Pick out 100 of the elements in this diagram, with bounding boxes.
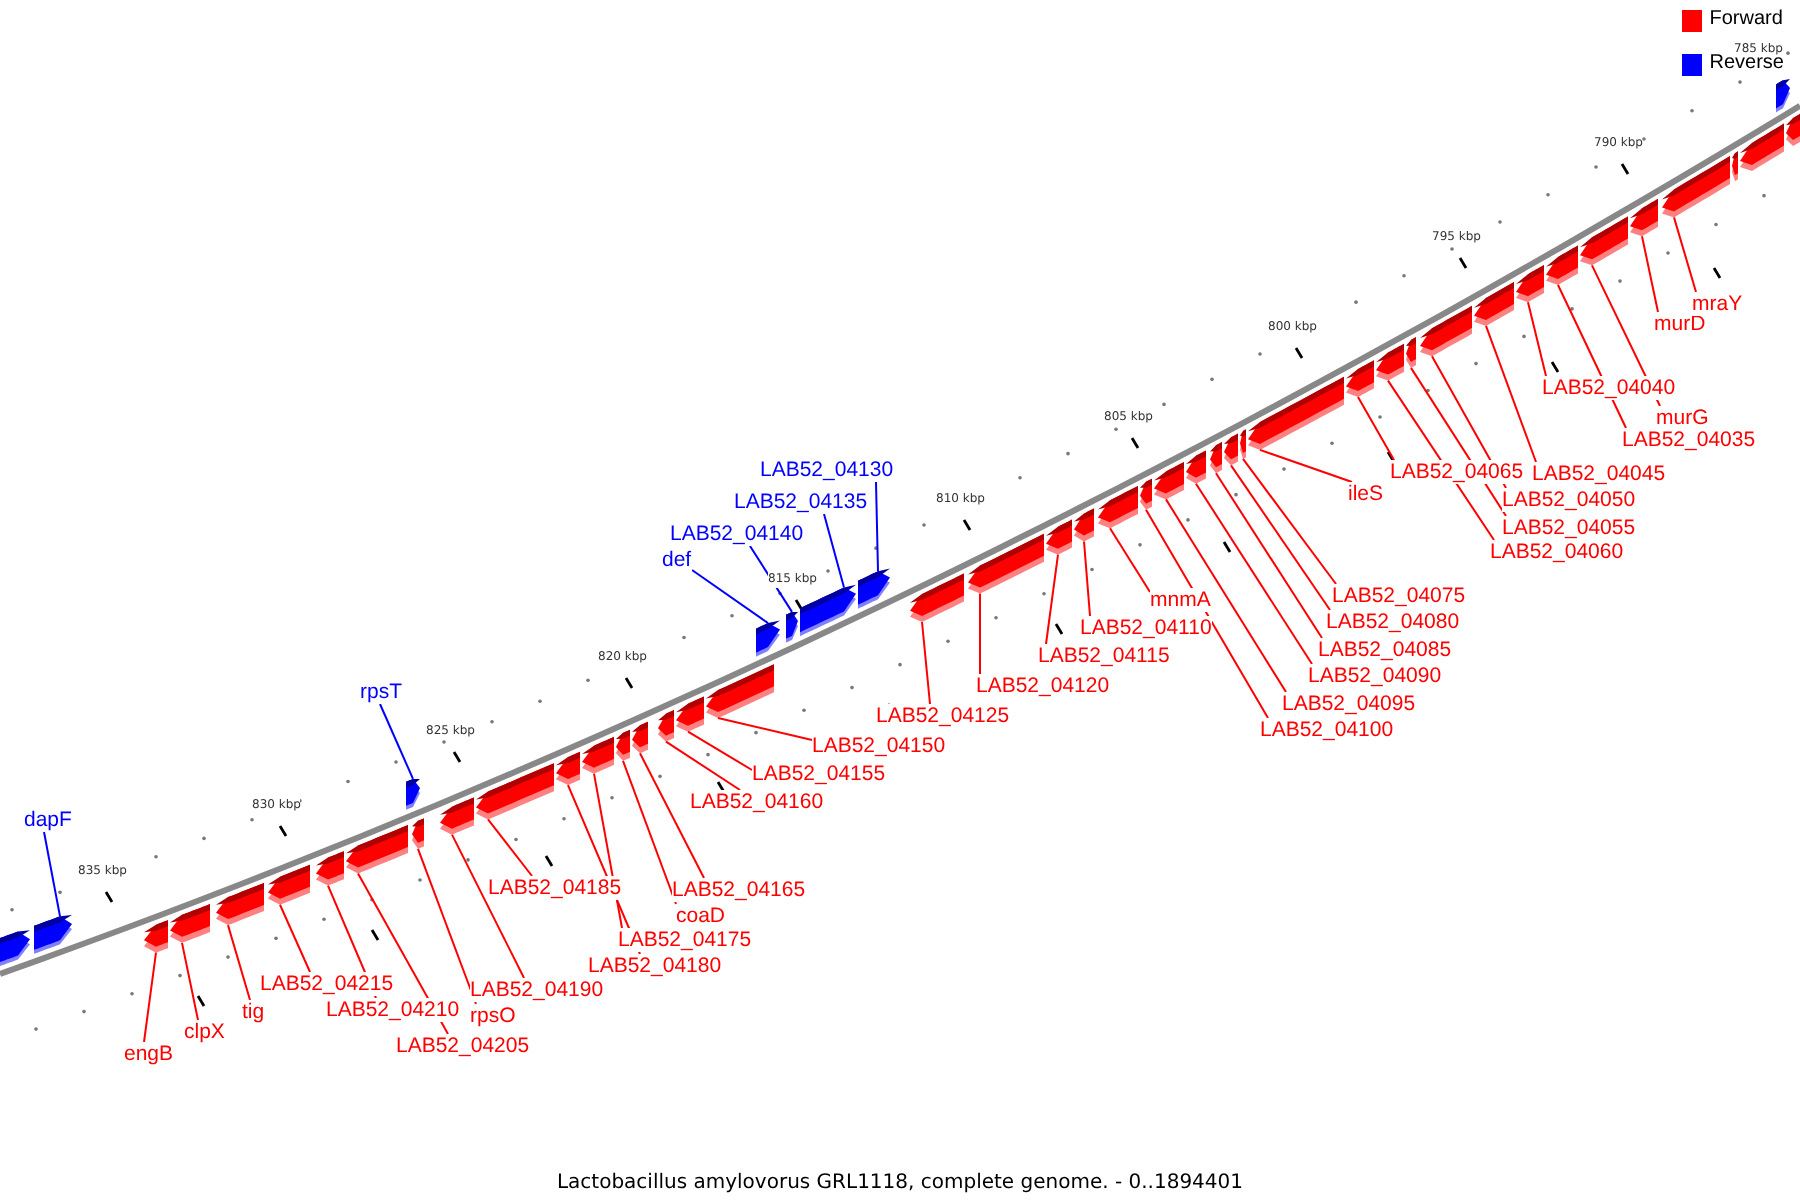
legend-label: Forward (1709, 8, 1783, 32)
gene-label: LAB52_04175 (618, 928, 752, 952)
gene-label: LAB52_04190 (470, 978, 604, 1002)
leader-line (1083, 540, 1091, 617)
gene-label: coaD (676, 904, 726, 928)
leader-line (717, 717, 813, 741)
gene-label: LAB52_04050 (1502, 488, 1636, 512)
leader-line (1357, 396, 1395, 461)
gene-label: LAB52_04210 (326, 998, 460, 1022)
leader-line (1641, 235, 1659, 313)
gene-label: LAB52_04095 (1282, 692, 1416, 716)
leader-line (691, 569, 769, 625)
leader-line (451, 833, 525, 979)
leader-line (1045, 553, 1059, 645)
gene-segment (1224, 433, 1238, 466)
gene-label: LAB52_04150 (812, 734, 946, 758)
gene-label: LAB52_04125 (876, 704, 1010, 728)
gene-segment (968, 533, 1044, 594)
caption: Lactobacillus amylovorus GRL1118, complete genome. - 0..1894401 (556, 1172, 1244, 1194)
gene-segment (1098, 485, 1138, 529)
gene-segment (910, 573, 964, 622)
gene-segment (1474, 282, 1514, 326)
gene-segment (1420, 305, 1472, 357)
gene-label: LAB52_04135 (734, 490, 868, 514)
leader-line (749, 545, 793, 613)
gene-segment (1240, 429, 1246, 459)
gene-segment (1248, 376, 1344, 450)
gene-segment (316, 851, 344, 886)
gene-label: murD (1654, 312, 1706, 336)
leader-line (1230, 464, 1331, 611)
gene-label: engB (124, 1042, 174, 1066)
leader-line (487, 818, 533, 877)
gene-label: LAB52_04120 (976, 674, 1110, 698)
gene-segment (346, 825, 408, 874)
gene-segment (706, 664, 774, 719)
gene-label: def (662, 548, 692, 572)
gene-segment (144, 920, 168, 953)
gene-label: LAB52_04215 (260, 972, 394, 996)
gene-segment (582, 736, 614, 774)
gene-label: dapF (24, 808, 72, 832)
gene-label: mnmA (1150, 588, 1211, 612)
gene-label: LAB52_04045 (1532, 462, 1666, 486)
gene-label: LAB52_04160 (690, 790, 824, 814)
gene-segment (0, 930, 30, 966)
gene-segment (1630, 198, 1658, 237)
gene-segment (1776, 78, 1790, 113)
gene-segment (1154, 462, 1184, 500)
leader-line (1673, 216, 1697, 293)
leader-line (43, 831, 61, 918)
leader-line (979, 592, 981, 675)
gene-segment (800, 584, 856, 637)
leader-line (1527, 301, 1547, 377)
gene-segment (1786, 113, 1800, 147)
gene-segment (858, 568, 890, 609)
gene-segment (1546, 245, 1578, 285)
leader-line (1145, 508, 1269, 719)
gene-label: ileS (1348, 482, 1384, 506)
gene-label: tig (242, 1000, 265, 1024)
gene-segment (268, 864, 310, 905)
gene-label: LAB52_04130 (760, 458, 894, 482)
gene-label: LAB52_04115 (1038, 644, 1170, 668)
leader-line (1109, 527, 1151, 593)
gene-segment (786, 611, 798, 643)
gene-segment (440, 797, 474, 835)
gene-segment (658, 710, 674, 742)
gene-segment (1580, 216, 1628, 266)
gene-label: LAB52_04080 (1326, 610, 1460, 634)
gene-label: rpsO (470, 1004, 516, 1028)
gene-label: LAB52_04155 (752, 762, 886, 786)
gene-label: LAB52_04040 (1542, 376, 1676, 400)
leader-line (227, 924, 251, 1001)
leader-line (1195, 482, 1313, 665)
gene-segment (756, 620, 780, 657)
leader-line (1242, 457, 1337, 585)
gene-segment (412, 818, 424, 849)
gene-label: LAB52_04110 (1080, 616, 1212, 640)
gene-segment (1046, 519, 1072, 555)
gene-segment (1662, 156, 1730, 218)
leader-line (823, 513, 845, 589)
gene-segment (1376, 343, 1404, 381)
gene-segment (1210, 442, 1222, 474)
gene-label: LAB52_04055 (1502, 516, 1636, 540)
gene-label: LAB52_04065 (1390, 460, 1524, 484)
leader-line (665, 740, 741, 791)
gene-label: LAB52_04180 (588, 954, 722, 978)
gene-segment (1516, 265, 1544, 303)
leader-line (875, 481, 879, 573)
gene-label: LAB52_04060 (1490, 540, 1624, 564)
legend-label: Reverse (1709, 52, 1784, 76)
gene-segment (1074, 508, 1094, 542)
gene-segment (1406, 337, 1416, 368)
gene-label: LAB52_04075 (1332, 584, 1466, 608)
leader-line (181, 941, 199, 1021)
leader-line (639, 752, 705, 879)
leader-line (687, 730, 753, 771)
gene-segment (1732, 151, 1738, 182)
gene-segment (1186, 450, 1206, 484)
gene-label: LAB52_04140 (670, 522, 804, 546)
gene-label: rpsT (360, 680, 402, 704)
gene-segment (216, 883, 264, 926)
